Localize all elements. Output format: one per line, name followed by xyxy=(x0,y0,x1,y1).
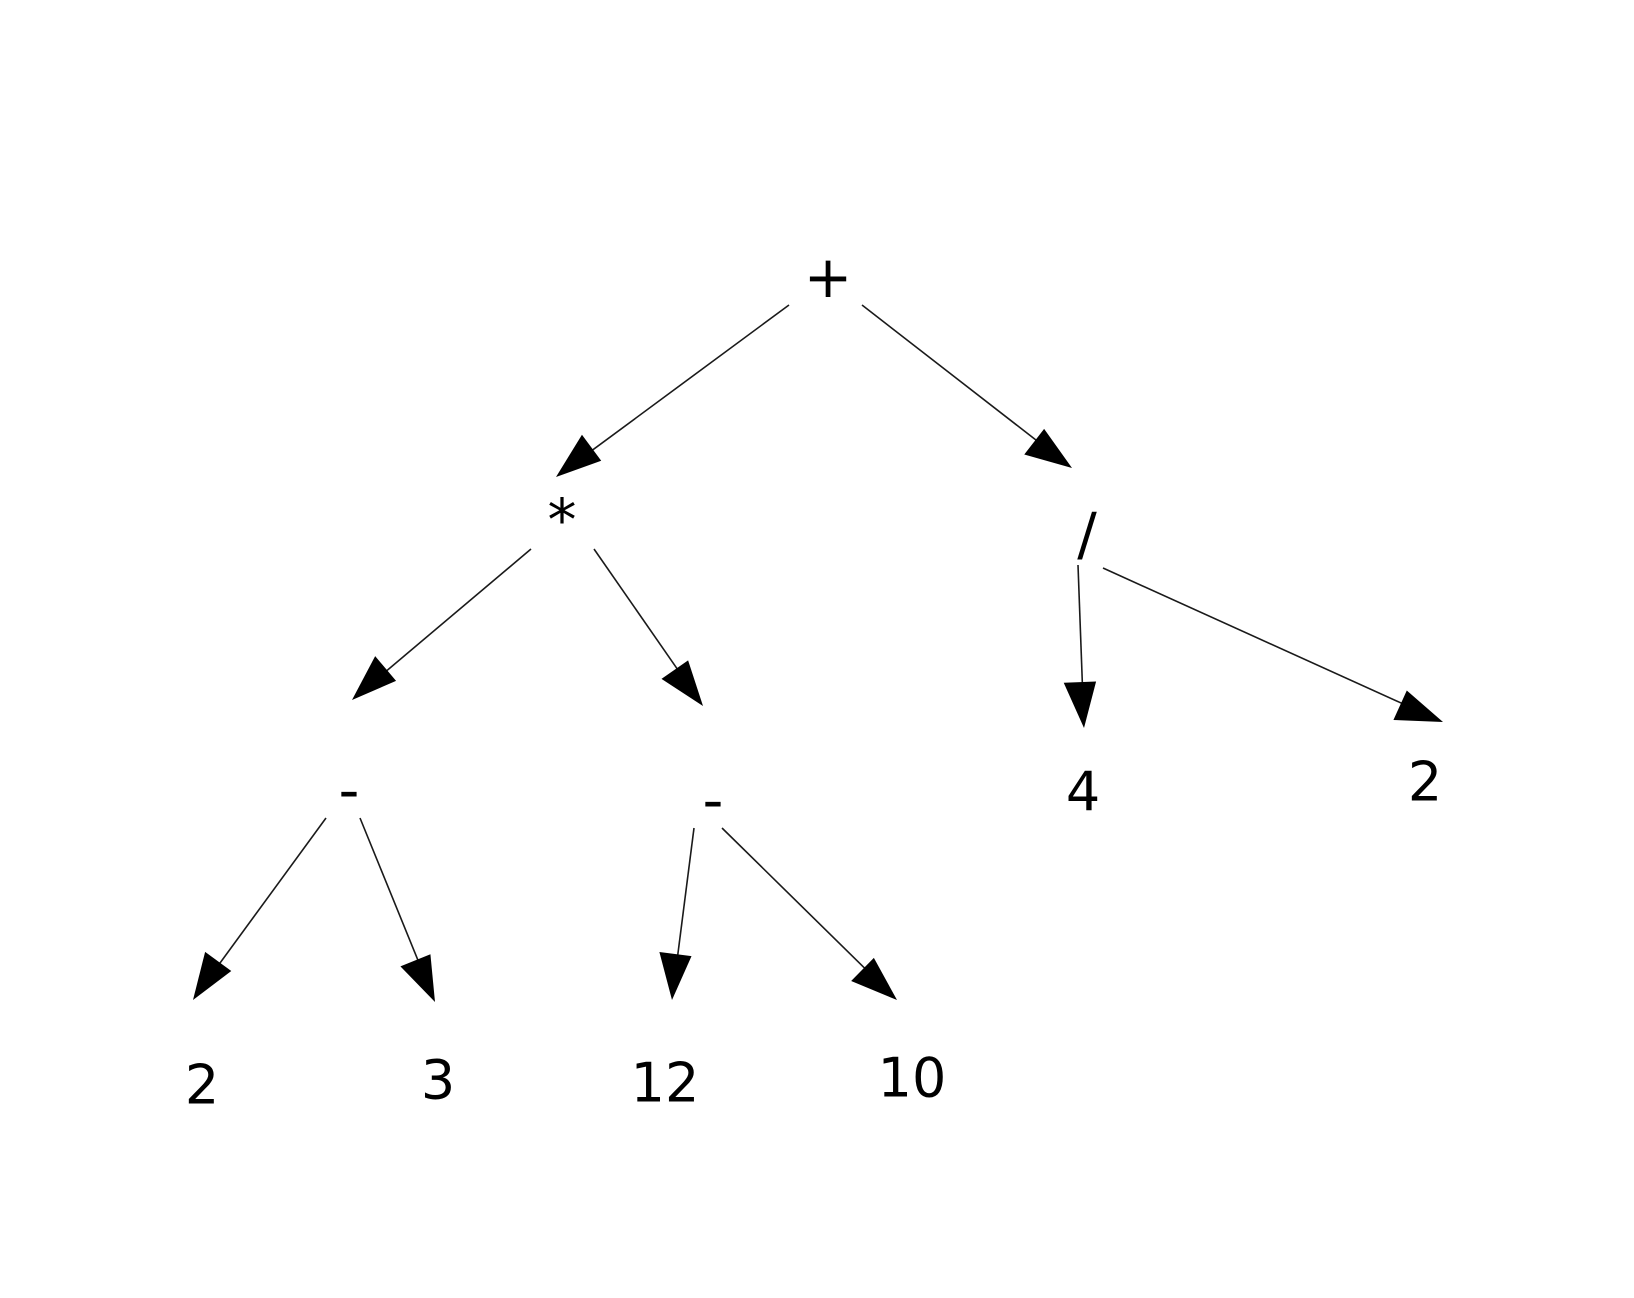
tree-node-div: / xyxy=(1077,500,1097,568)
tree-node-leaf_3: 3 xyxy=(421,1049,455,1112)
tree-edge xyxy=(359,817,435,1002)
edge-line xyxy=(593,548,684,677)
tree-edge xyxy=(659,827,695,1000)
tree-node-leaf_2b: 2 xyxy=(1408,751,1442,814)
tree-edge xyxy=(193,817,327,1000)
edge-line xyxy=(213,817,327,972)
tree-edge xyxy=(593,548,703,706)
edge-line xyxy=(359,817,423,970)
arrow-head-icon xyxy=(400,954,435,1002)
arrow-head-icon xyxy=(1024,428,1072,468)
tree-edge xyxy=(556,304,790,477)
tree-edge xyxy=(1102,567,1443,722)
edge-line xyxy=(1077,564,1084,693)
tree-node-leaf_4: 4 xyxy=(1066,761,1100,824)
tree-edge xyxy=(721,827,897,1000)
arrow-head-icon xyxy=(1063,681,1097,728)
tree-node-sub_right: - xyxy=(703,766,724,834)
arrow-head-icon xyxy=(659,952,692,1000)
arrow-head-icon xyxy=(661,660,703,706)
edges-group xyxy=(193,304,1443,1002)
edge-line xyxy=(675,827,695,965)
arrow-head-icon xyxy=(352,656,397,700)
tree-edge xyxy=(352,548,532,700)
tree-node-mul: * xyxy=(548,486,577,554)
edge-line xyxy=(1102,567,1411,708)
edge-line xyxy=(378,548,532,678)
tree-node-root: + xyxy=(804,243,853,311)
nodes-group: + * / - - 2 3 12 10 4 2 xyxy=(185,243,1442,1117)
arrow-head-icon xyxy=(1393,690,1443,722)
arrow-head-icon xyxy=(193,951,232,1000)
edge-line xyxy=(584,304,790,457)
tree-edge xyxy=(861,304,1072,468)
edge-line xyxy=(721,827,872,976)
tree-node-leaf_10: 10 xyxy=(878,1047,947,1110)
tree-node-sub_left: - xyxy=(339,756,360,824)
tree-node-leaf_12: 12 xyxy=(631,1052,700,1115)
tree-node-leaf_2a: 2 xyxy=(185,1054,219,1117)
edge-line xyxy=(861,304,1045,447)
arrow-head-icon xyxy=(556,434,602,477)
tree-edge xyxy=(1063,564,1097,728)
arrow-head-icon xyxy=(851,957,897,1000)
